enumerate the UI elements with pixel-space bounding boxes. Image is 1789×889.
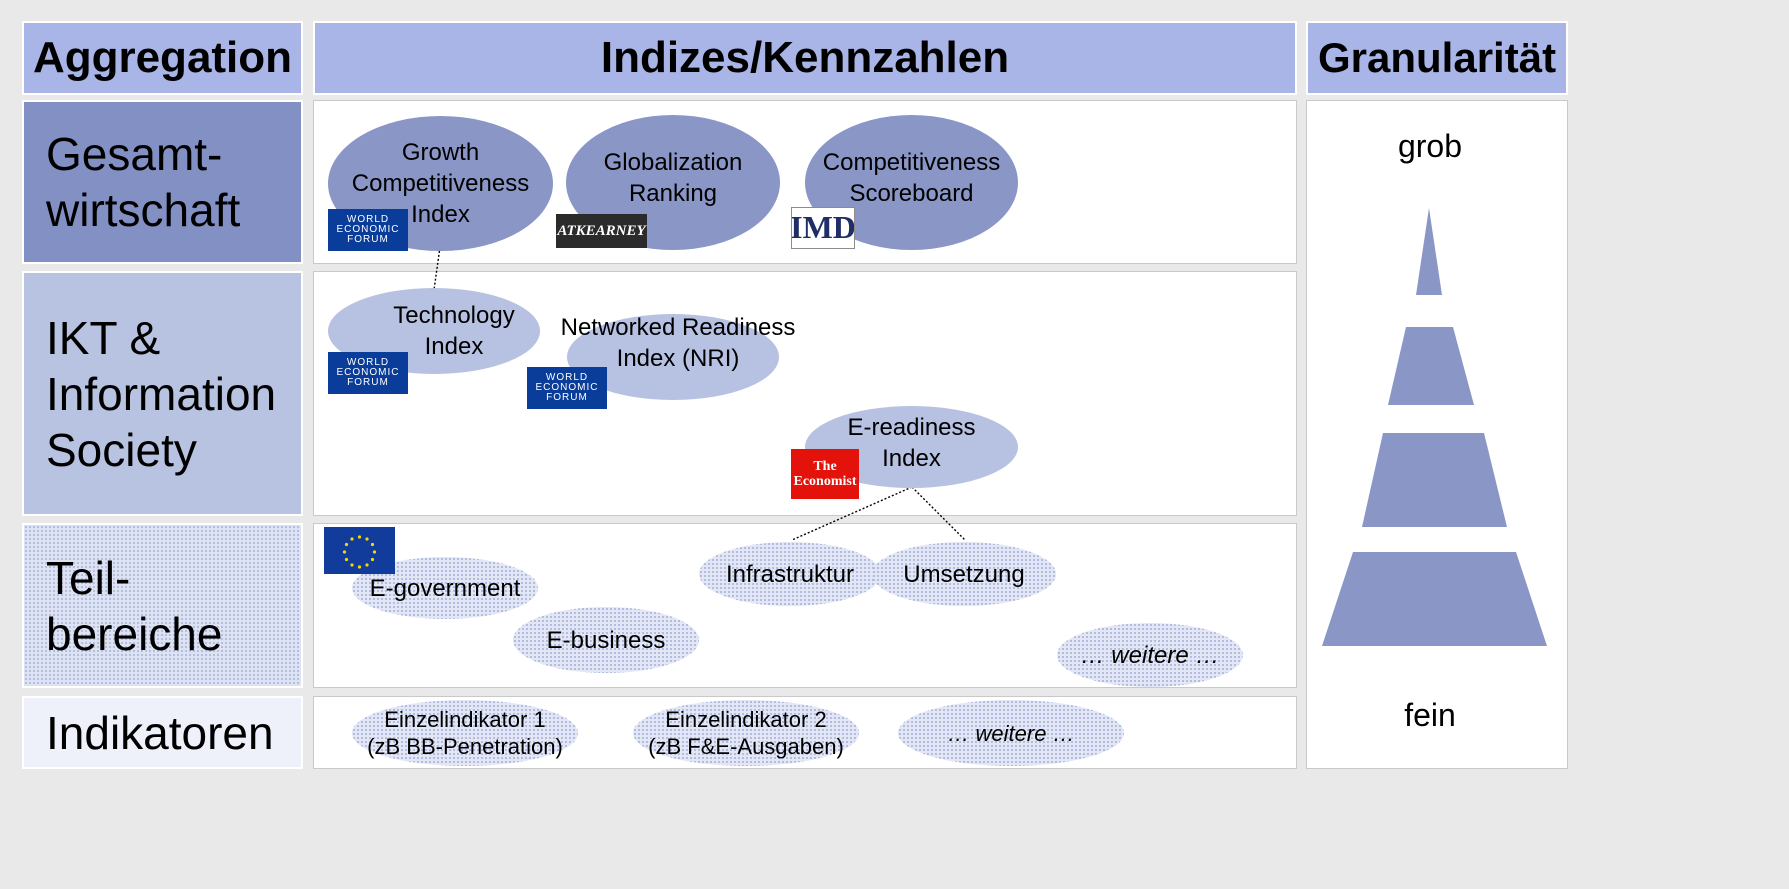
ellipse-einzelindikator-1: Einzelindikator 1 (zB BB-Penetration) — [352, 700, 578, 766]
row-label-line: Information — [46, 367, 277, 420]
imd-logo: IMD — [791, 207, 855, 249]
row-label-line: wirtschaft — [46, 184, 241, 236]
ellipse-line: Growth — [401, 139, 480, 166]
eu-stars-icon — [342, 535, 377, 569]
row-label-line: Society — [46, 423, 197, 476]
ellipse-line: Technology — [393, 302, 515, 329]
ellipse-line: Einzelindikator 1 — [384, 707, 546, 732]
ellipse-line: Index — [882, 445, 941, 472]
ellipse-competitiveness-scoreboard: Competitiveness Scoreboard — [805, 115, 1018, 250]
ellipse-line: Competitiveness — [822, 148, 1001, 176]
atkearney-logo: ATKEARNEY — [556, 214, 647, 248]
ellipse-einzelindikator-2: Einzelindikator 2 (zB F&E-Ausgaben) — [633, 700, 859, 766]
panel-granularity — [1306, 100, 1568, 769]
ellipse-line: Einzelindikator 2 — [665, 707, 827, 732]
granularity-top-label: grob — [1397, 128, 1463, 164]
ellipse-line: Index (NRI) — [616, 345, 740, 372]
header-aggregation: Aggregation — [22, 21, 303, 95]
row-label-line: Indikatoren — [46, 706, 274, 759]
ellipse-line: Globalization — [603, 148, 743, 176]
ellipse-line: E-readiness — [847, 414, 976, 441]
row-label-line: Teil- — [46, 551, 131, 604]
eu-flag-icon — [324, 527, 395, 574]
ellipse-line: Ranking — [628, 179, 718, 207]
row-label-indikatoren: Indikatoren — [22, 696, 303, 769]
row-label-line: Gesamt- — [46, 128, 223, 180]
ellipse-line: Scoreboard — [849, 179, 974, 207]
row-label-teilbereiche: Teil- bereiche — [22, 523, 303, 688]
row-label-gesamtwirtschaft: Gesamt- wirtschaft — [22, 100, 303, 264]
ellipse-line: Networked Readiness — [560, 314, 796, 341]
row-label-line: IKT & — [46, 311, 161, 364]
ellipse-weitere-teilbereiche: … weitere … — [1057, 623, 1243, 687]
granularity-bottom-label: fein — [1404, 697, 1456, 733]
header-indices: Indizes/Kennzahlen — [313, 21, 1297, 95]
ellipse-line: Competitiveness — [351, 170, 530, 197]
ellipse-weitere-indikatoren: … weitere … — [898, 700, 1124, 766]
ellipse-line: Index — [411, 201, 470, 228]
ellipse-line: (zB BB-Penetration) — [367, 734, 563, 759]
ellipse-e-business: E-business — [513, 607, 699, 673]
ellipse-line: (zB F&E-Ausgaben) — [648, 734, 844, 759]
ellipse-umsetzung: Umsetzung — [872, 542, 1056, 606]
ellipse-line: Index — [424, 333, 484, 360]
row-label-ikt: IKT & Information Society — [22, 271, 303, 516]
ellipse-infrastruktur: Infrastruktur — [699, 542, 881, 606]
row-label-line: bereiche — [46, 607, 223, 660]
header-granularity: Granularität — [1306, 21, 1568, 95]
